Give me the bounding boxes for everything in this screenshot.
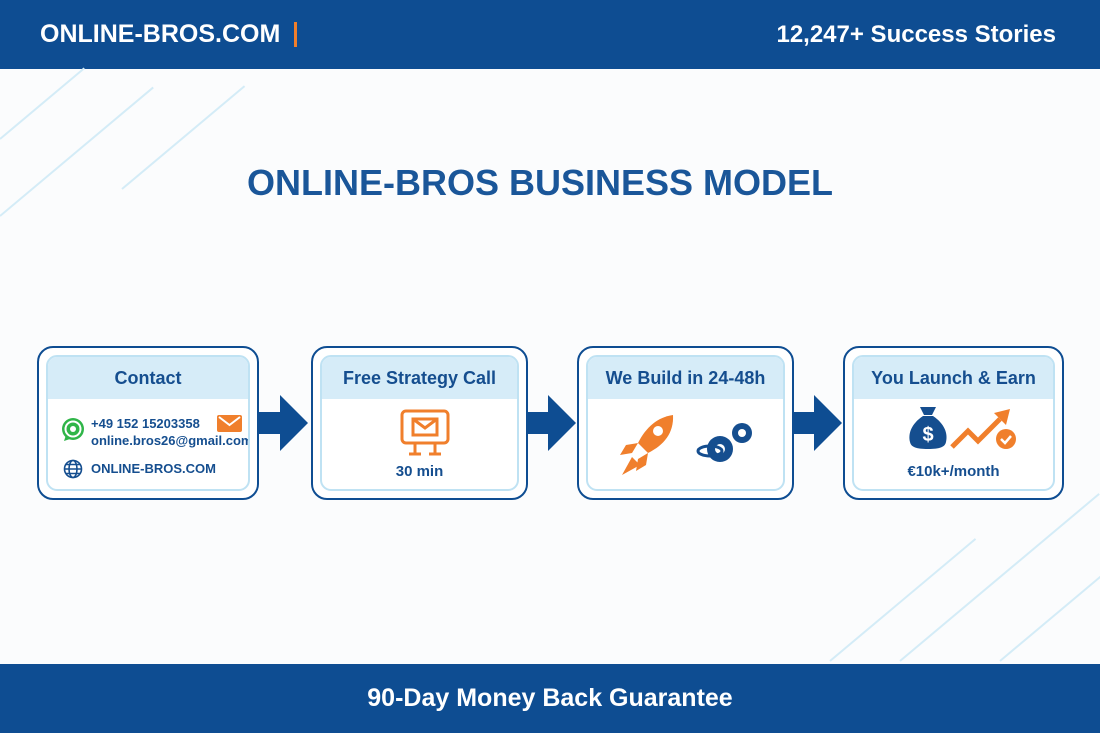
phone-number[interactable]: +49 152 15203358 — [91, 416, 200, 431]
guarantee-text: 90-Day Money Back Guarantee — [367, 684, 733, 712]
step-title: We Build in 24-48h — [588, 357, 783, 399]
top-banner: ONLINE-BROS.COM 12,247+ Success Stories — [0, 0, 1100, 69]
growth-check-icon — [950, 409, 1016, 449]
decor-line — [999, 557, 1100, 662]
whatsapp-icon — [62, 418, 84, 441]
step-title: You Launch & Earn — [854, 357, 1053, 399]
page-title: ONLINE-BROS BUSINESS MODEL — [246, 162, 834, 203]
step-contact: Contact +49 152 15203358 online.bros26@g… — [37, 346, 259, 500]
email-icon — [217, 415, 242, 432]
step-launch-earn: You Launch & Earn $ €10k+/month — [843, 346, 1064, 500]
monitor-mail-icon — [400, 409, 450, 456]
call-duration: 30 min — [395, 463, 444, 480]
bottom-banner: 90-Day Money Back Guarantee — [0, 664, 1100, 733]
gears-icon — [696, 423, 752, 462]
arrow-right-icon — [792, 395, 842, 451]
money-bag-icon: $ — [909, 407, 947, 449]
earnings-caption: €10k+/month — [907, 463, 1000, 480]
decor-line — [0, 67, 85, 140]
step-strategy-call: Free Strategy Call 30 min — [311, 346, 528, 500]
globe-icon — [63, 459, 83, 479]
success-stories: 12,247+ Success Stories — [776, 21, 1056, 48]
brand-name: ONLINE-BROS.COM — [40, 20, 281, 48]
step-title: Contact — [48, 357, 248, 399]
rocket-icon — [620, 415, 674, 475]
step-title: Free Strategy Call — [322, 357, 517, 399]
svg-text:$: $ — [922, 424, 933, 446]
email-address[interactable]: online.bros26@gmail.com — [91, 433, 250, 448]
decor-line — [829, 538, 977, 662]
website-link[interactable]: ONLINE-BROS.COM — [91, 461, 216, 476]
step-build: We Build in 24-48h — [577, 346, 794, 500]
brand-divider — [294, 22, 297, 47]
arrow-right-icon — [526, 395, 576, 451]
arrow-right-icon — [258, 395, 308, 451]
